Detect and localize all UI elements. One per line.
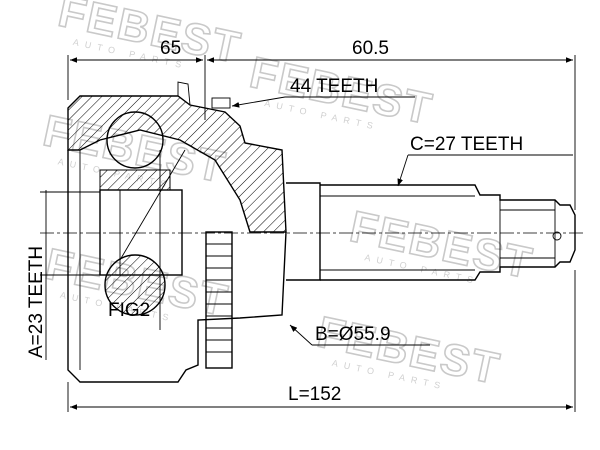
fig2-label: FIG2 <box>108 300 150 321</box>
abs-ring-body <box>205 231 233 369</box>
teeth-c-label: C=27 TEETH <box>410 134 523 155</box>
teeth-44-leader <box>231 96 286 108</box>
housing-outline-bottom <box>67 150 287 383</box>
shaft-end-hole <box>552 231 562 241</box>
cage-hatch <box>99 169 171 191</box>
teeth-c-leader <box>397 154 409 187</box>
shaft-main <box>320 184 576 281</box>
dim-60-5-label: 60.5 <box>352 38 389 59</box>
diameter-b-label: B=Ø55.9 <box>315 324 391 345</box>
housing-hatch-top <box>67 95 287 233</box>
teeth-44-label: 44 TEETH <box>290 76 378 97</box>
inner-race: FIG2 <box>99 111 186 330</box>
inner-hub <box>99 189 183 276</box>
teeth-44-tab <box>177 81 191 106</box>
ball-upper <box>106 111 164 169</box>
fig2-leader <box>119 149 186 261</box>
total-length-label: L=152 <box>288 384 341 405</box>
shaft-outline <box>286 182 321 281</box>
outer-housing <box>67 95 287 383</box>
spline-shaft <box>286 182 576 281</box>
callouts: 44 TEETH C=27 TEETH B=Ø55.9 A=23 TEETH <box>26 76 573 360</box>
dim-65-label: 65 <box>160 38 181 59</box>
dimension-lines: 65 60.5 L=152 <box>67 38 576 412</box>
teeth-44-marker <box>211 97 231 109</box>
teeth-a-label: A=23 TEETH <box>26 246 47 358</box>
diameter-b-leader <box>289 324 313 346</box>
abs-ring <box>205 231 233 369</box>
